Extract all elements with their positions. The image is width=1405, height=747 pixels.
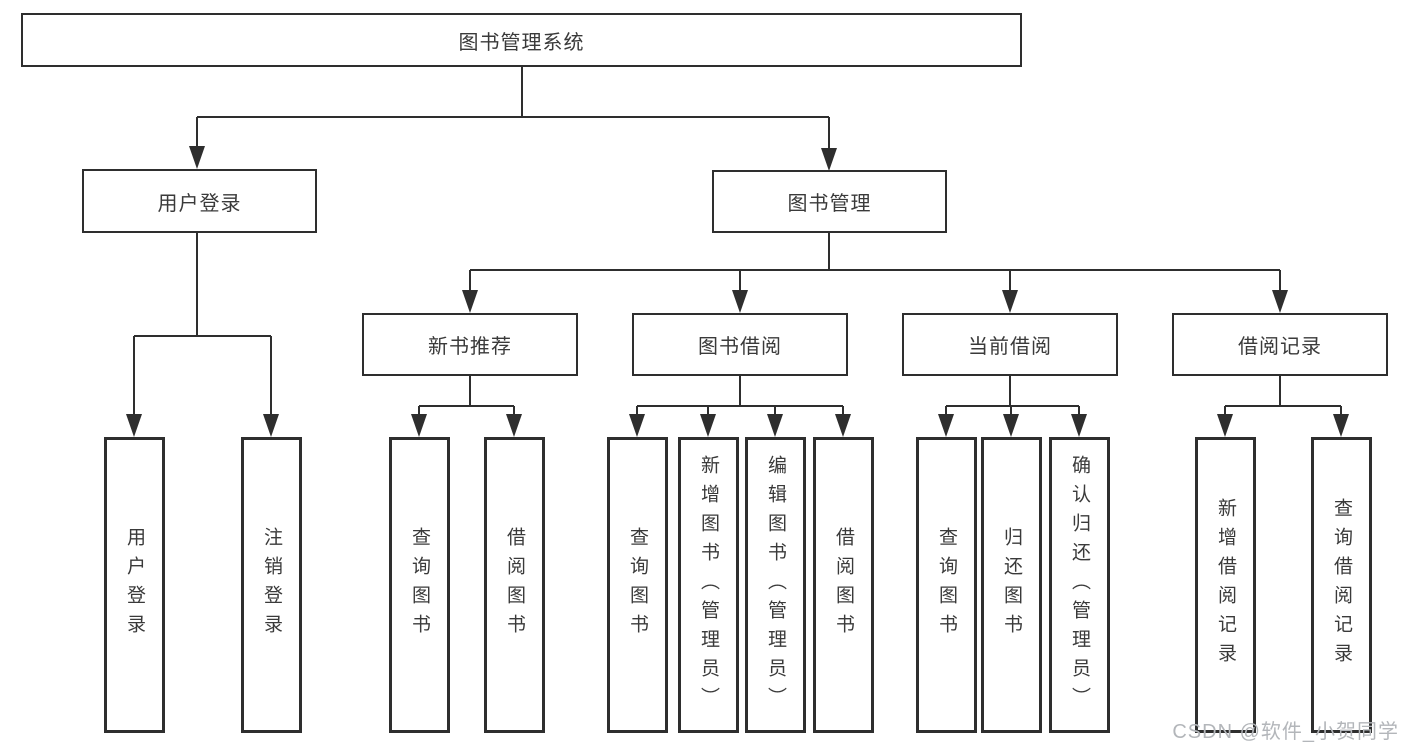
arrowhead-icons [126,146,1349,437]
leaf-label: 确认归还（管理员） [1069,454,1090,716]
node-current-borrowing: 当前借阅 [902,313,1118,376]
node-label: 借阅记录 [1238,336,1322,358]
node-borrowing-records: 借阅记录 [1172,313,1388,376]
node-library-management-system: 图书管理系统 [21,13,1022,67]
leaf-query-borrow-record: 查询借阅记录 [1311,437,1372,733]
leaf-borrow-books-recommend: 借阅图书 [484,437,545,733]
node-label: 图书管理系统 [458,31,585,54]
node-label: 当前借阅 [968,336,1052,358]
leaf-label: 查询图书 [936,527,957,643]
leaf-query-books-recommend: 查询图书 [389,437,450,733]
leaf-label: 查询借阅记录 [1331,498,1352,672]
node-new-book-recommendation: 新书推荐 [362,313,578,376]
leaf-label: 查询图书 [627,527,648,643]
leaf-label: 借阅图书 [504,527,525,643]
leaf-user-login: 用户登录 [104,437,165,733]
leaf-label: 编辑图书（管理员） [765,454,786,716]
leaf-borrow-books-borrowing: 借阅图书 [813,437,874,733]
leaf-confirm-return-admin: 确认归还（管理员） [1049,437,1110,733]
leaf-label: 新增借阅记录 [1215,498,1236,672]
csdn-watermark: CSDN @软件_小贺同学 [1172,721,1399,743]
leaf-query-books-borrowing: 查询图书 [607,437,668,733]
node-book-management: 图书管理 [712,170,947,233]
leaf-add-book-admin: 新增图书（管理员） [678,437,739,733]
leaf-query-books-current: 查询图书 [916,437,977,733]
leaf-label: 归还图书 [1001,527,1022,643]
node-label: 新书推荐 [428,336,512,358]
leaf-label: 注销登录 [261,527,282,643]
leaf-logout: 注销登录 [241,437,302,733]
node-label: 图书借阅 [698,336,782,358]
leaf-edit-book-admin: 编辑图书（管理员） [745,437,806,733]
leaf-label: 查询图书 [409,527,430,643]
node-label: 图书管理 [787,193,872,215]
leaf-add-borrow-record: 新增借阅记录 [1195,437,1256,733]
leaf-label: 借阅图书 [833,527,854,643]
leaf-label: 新增图书（管理员） [698,454,719,716]
node-label: 用户登录 [157,192,242,215]
leaf-return-books: 归还图书 [981,437,1042,733]
leaf-label: 用户登录 [124,527,145,643]
node-user-login: 用户登录 [82,169,317,233]
node-book-borrowing: 图书借阅 [632,313,848,376]
